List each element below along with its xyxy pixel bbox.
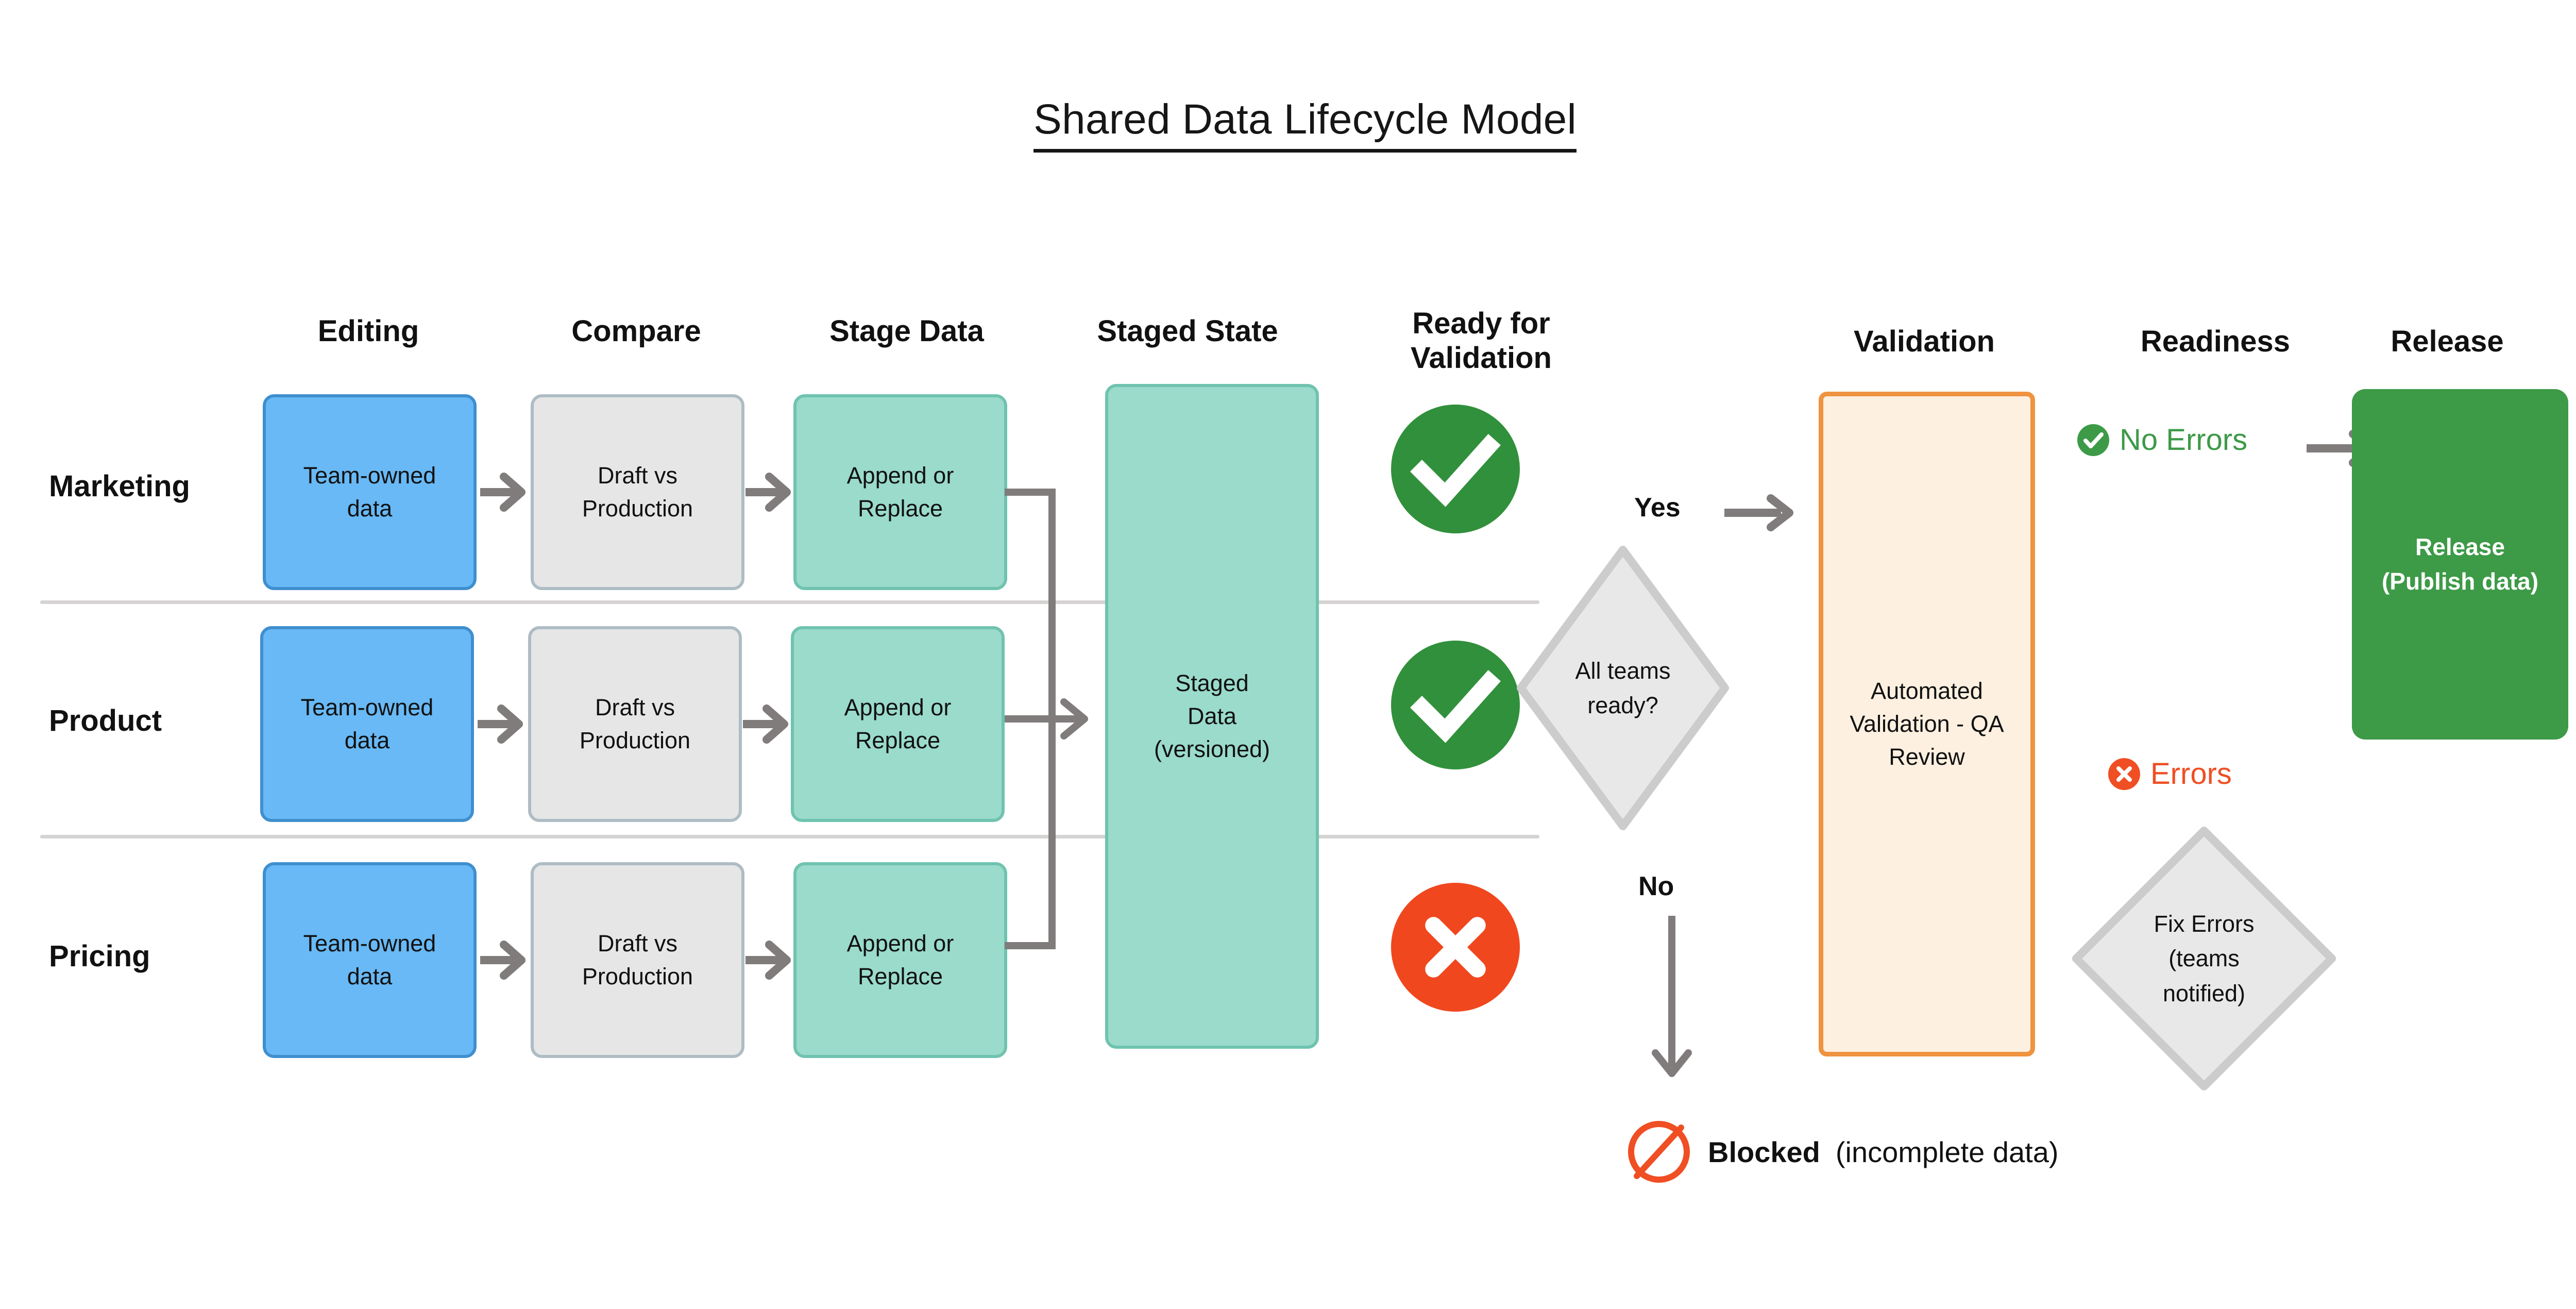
node-marketing-stage[interactable]: Append or Replace (793, 394, 1007, 590)
arrow-product-editing-to-compare (478, 704, 523, 744)
decision-label: All teams ready? (1575, 657, 1671, 719)
node-label: Append or Replace (846, 462, 954, 522)
blocked-detail: (incomplete data) (1835, 1135, 2059, 1168)
column-header-editing: Editing (317, 314, 419, 348)
node-automated-validation[interactable]: Automated Validation - QA Review (1819, 392, 2035, 1056)
diamond-shape (2072, 827, 2336, 1090)
blocked-status: Blocked (incomplete data) (1625, 1118, 2059, 1185)
row-divider-2 (40, 835, 1539, 838)
diamond-shape (1517, 546, 1729, 830)
column-header-release: Release (2391, 325, 2504, 358)
page-title-text: Shared Data Lifecycle Model (1033, 96, 1577, 153)
arrow-yes-to-validation (1724, 494, 1793, 531)
column-header-ready: Ready for Validation (1411, 307, 1552, 375)
node-label: Append or Replace (844, 694, 952, 753)
merge-connector-to-staged-state (1005, 489, 1088, 949)
node-label: Draft vs Production (582, 462, 693, 522)
arrow-marketing-editing-to-compare (480, 473, 526, 512)
arrow-pricing-editing-to-compare (480, 941, 526, 980)
arrow-product-compare-to-stage (743, 704, 788, 744)
page-title: Shared Data Lifecycle Model (0, 95, 2576, 153)
blocked-label: Blocked (1708, 1135, 1820, 1168)
node-label: Staged Data (versioned) (1154, 670, 1270, 762)
node-release[interactable]: Release (Publish data) (2352, 389, 2568, 740)
decision-all-teams-ready[interactable]: All teams ready? (1515, 544, 1731, 832)
arrow-pricing-compare-to-stage (745, 941, 791, 980)
badge-no-errors: No Errors (2076, 423, 2247, 457)
node-label: Release (Publish data) (2381, 533, 2539, 595)
node-label: Fix Errors (teams notified) (2154, 910, 2255, 1006)
node-label: Team-owned data (300, 694, 434, 753)
node-label: Team-owned data (303, 462, 436, 522)
node-label: Draft vs Production (582, 930, 693, 989)
node-pricing-stage[interactable]: Append or Replace (793, 862, 1007, 1058)
arrow-marketing-compare-to-stage (745, 473, 791, 512)
status-icon-product-ok (1391, 641, 1520, 769)
badge-label: No Errors (2120, 423, 2248, 457)
arrow-no-to-blocked (1652, 916, 1692, 1077)
node-product-editing[interactable]: Team-owned data (260, 626, 474, 822)
node-fix-errors[interactable]: Fix Errors (teams notified) (2070, 825, 2338, 1093)
decision-no-label: No (1638, 871, 1674, 901)
row-label-product: Product (49, 704, 162, 737)
decision-yes-label: Yes (1634, 493, 1681, 523)
node-label: Draft vs Production (579, 694, 691, 753)
row-divider-1 (40, 600, 1539, 604)
error-circle-icon (2108, 758, 2140, 790)
cross-icon (1425, 917, 1486, 978)
badge-label: Errors (2150, 757, 2232, 791)
status-icon-pricing-error (1391, 883, 1520, 1012)
badge-errors: Errors (2107, 757, 2232, 791)
row-label-marketing: Marketing (49, 469, 190, 503)
node-marketing-compare[interactable]: Draft vs Production (531, 394, 744, 590)
node-marketing-editing[interactable]: Team-owned data (263, 394, 477, 590)
node-label: Automated Validation - QA Review (1850, 678, 2004, 770)
node-label: Append or Replace (846, 930, 954, 989)
status-icon-marketing-ok (1391, 405, 1520, 533)
node-pricing-compare[interactable]: Draft vs Production (531, 862, 744, 1058)
node-pricing-editing[interactable]: Team-owned data (263, 862, 477, 1058)
check-circle-icon (2077, 424, 2109, 456)
check-icon (1410, 434, 1501, 507)
node-product-stage[interactable]: Append or Replace (791, 626, 1005, 822)
column-header-readiness: Readiness (2140, 325, 2291, 358)
check-icon (1410, 670, 1501, 743)
column-header-stage-data: Stage Data (829, 314, 984, 348)
row-label-pricing: Pricing (49, 939, 150, 973)
node-staged-state[interactable]: Staged Data (versioned) (1105, 384, 1319, 1049)
node-label: Team-owned data (303, 930, 436, 989)
no-entry-icon (1628, 1121, 1690, 1183)
column-header-compare: Compare (571, 314, 701, 348)
column-header-validation: Validation (1854, 325, 1995, 358)
node-product-compare[interactable]: Draft vs Production (528, 626, 742, 822)
column-header-staged-state: Staged State (1097, 314, 1278, 348)
